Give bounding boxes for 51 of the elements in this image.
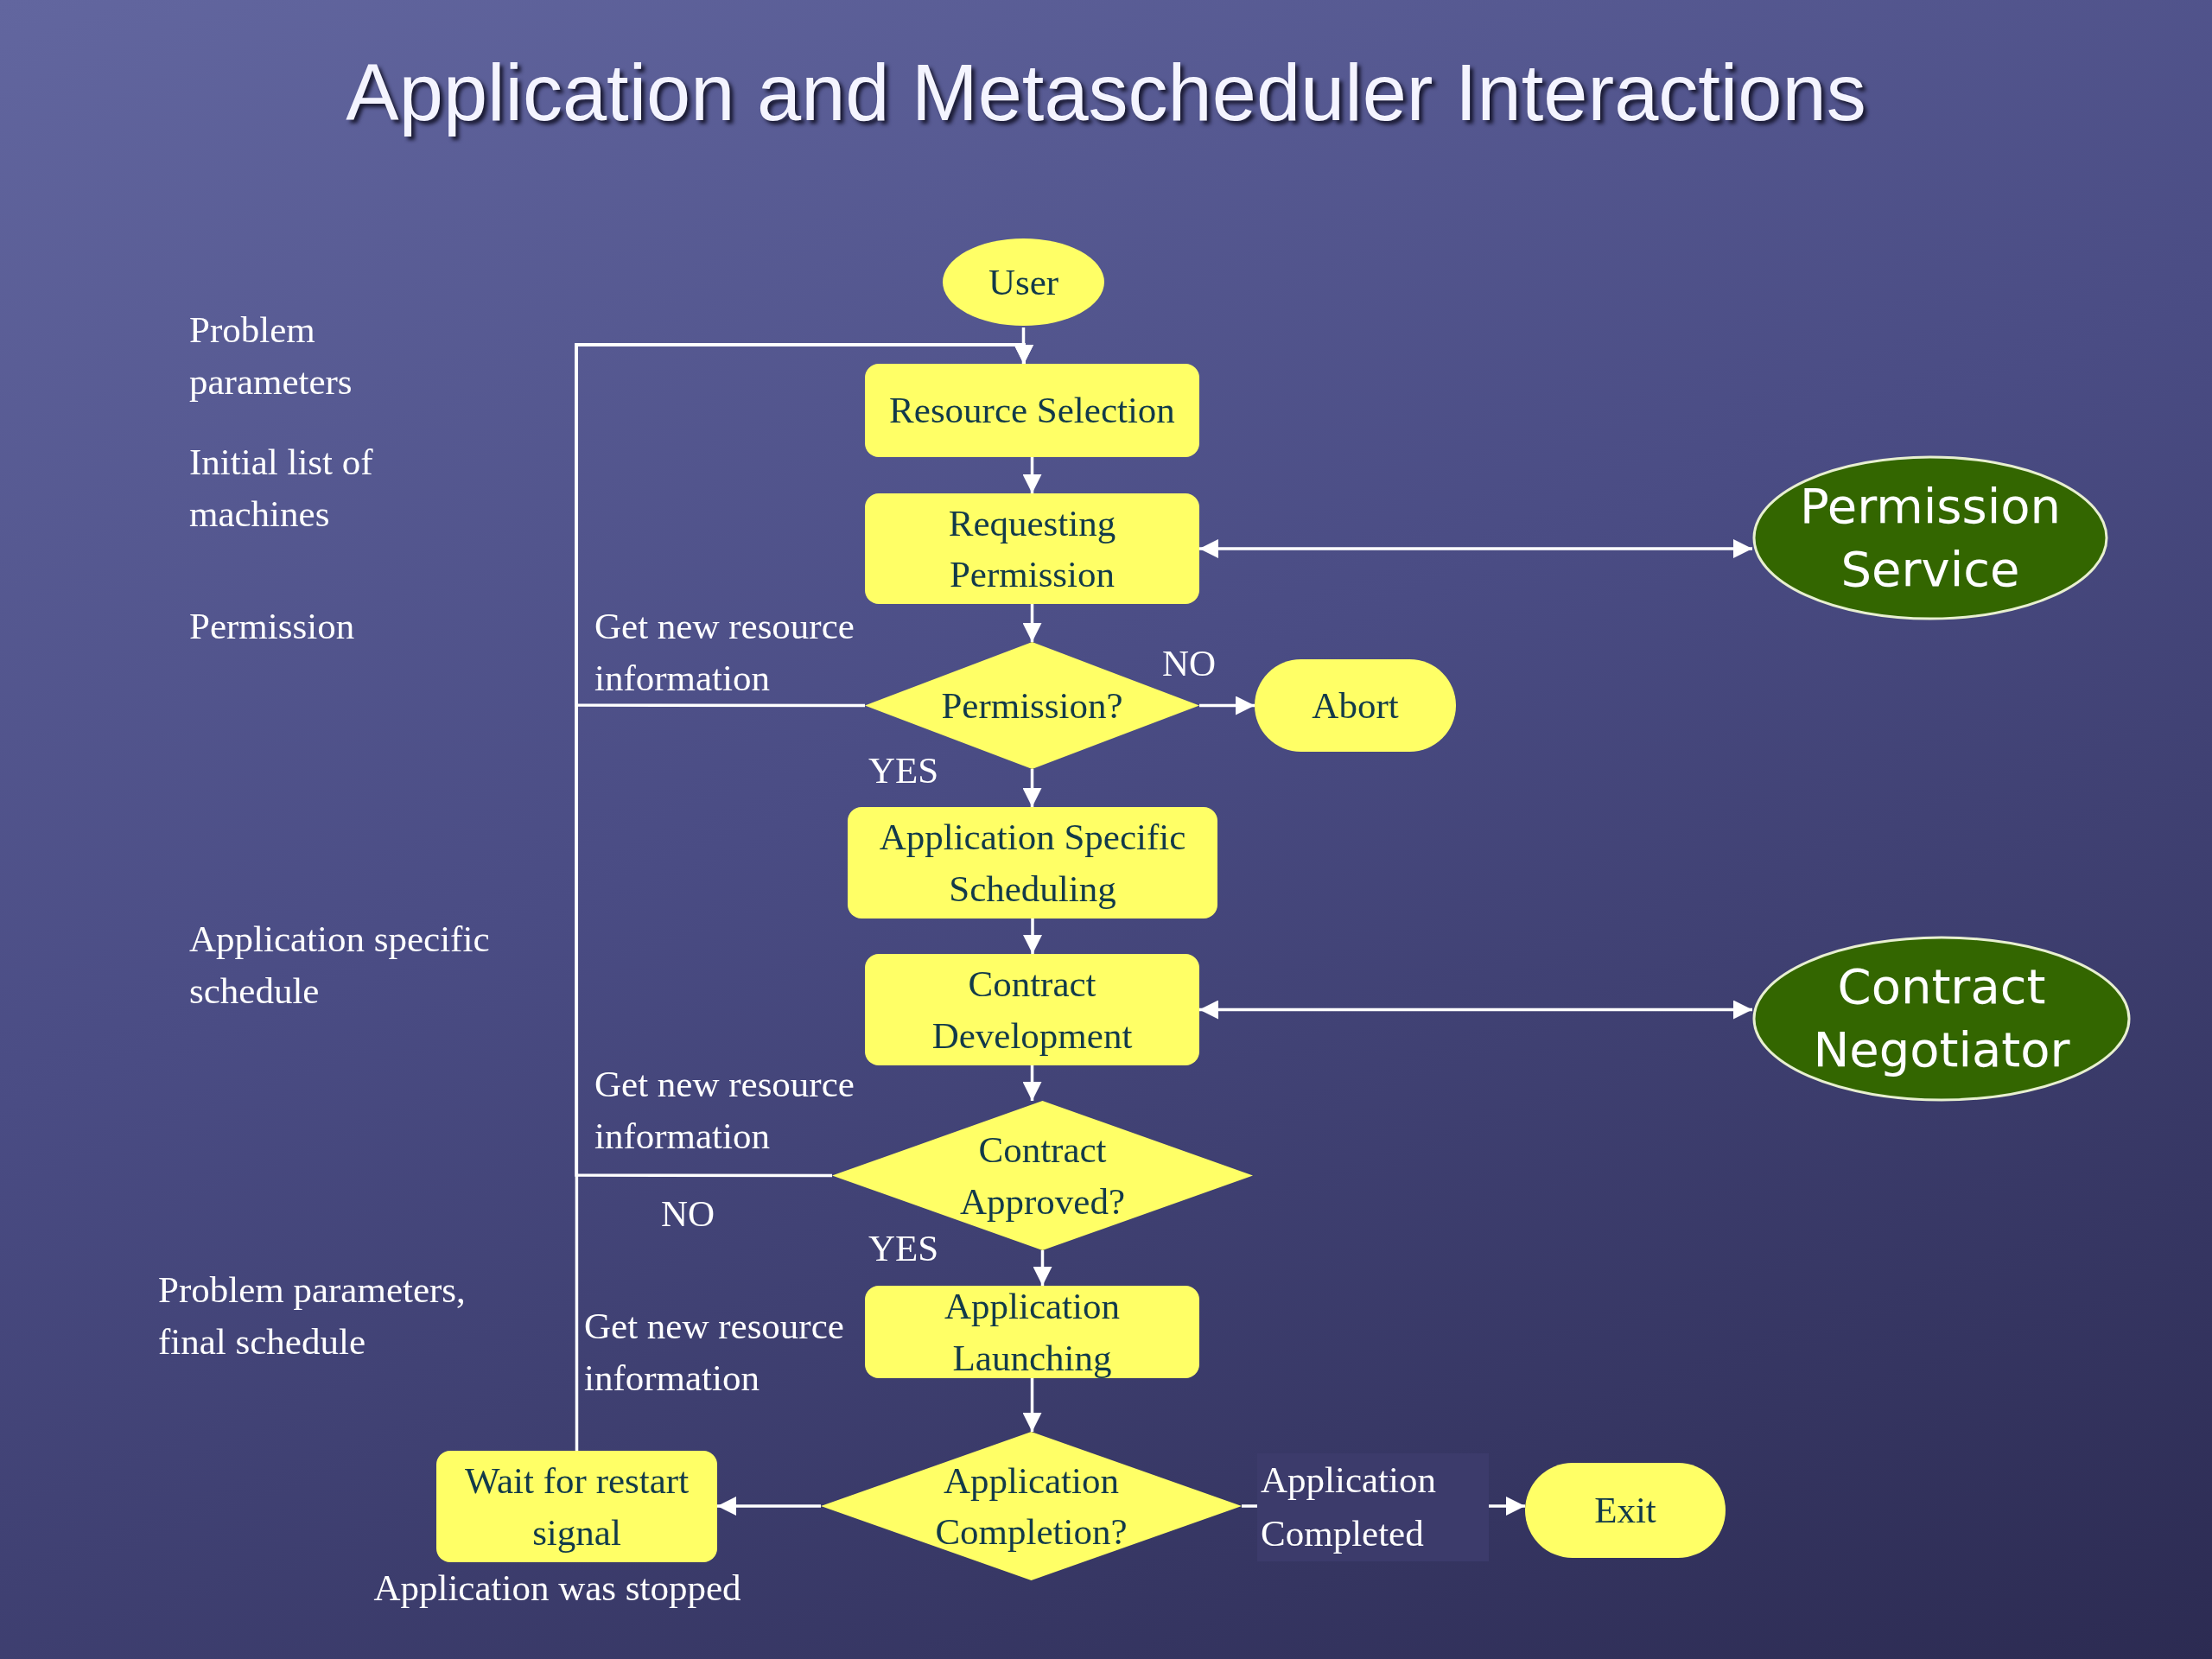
node-label: User [988, 260, 1059, 304]
annotation-text: Permission [189, 605, 356, 648]
annotation-text: Get new resource information [594, 1063, 855, 1159]
annotation-text: Initial list of machines [189, 441, 374, 537]
edge-label: Get new resource information [584, 1305, 845, 1401]
arrow [1022, 457, 1042, 493]
node-label: Resource Selection [889, 389, 1175, 433]
node-label: Requesting Permission [947, 501, 1117, 596]
arrow [1199, 696, 1255, 715]
edge-label: NO [1162, 642, 1217, 685]
node-label: Permission? [941, 683, 1123, 728]
node-label: Exit [1594, 1489, 1656, 1533]
ellipse-node [941, 237, 1106, 327]
slide-title: Application and Metascheduler Interactions [345, 48, 1867, 138]
arrow [1033, 1250, 1052, 1286]
node-label: Contract Approved? [958, 1128, 1126, 1224]
edge-label: Application Completed [1257, 1453, 1489, 1561]
arrow [1023, 918, 1042, 954]
arrow [1022, 769, 1042, 807]
process-box [865, 954, 1199, 1065]
annotation-text: Application specific schedule [189, 918, 491, 1014]
node-label: Contract Development [931, 963, 1134, 1058]
arrow [1199, 1000, 1752, 1020]
arrow [1022, 1378, 1042, 1432]
node-label: Contract Negotiator [1812, 957, 2071, 1079]
node-caption: Application was stopped [372, 1567, 742, 1610]
process-box [865, 364, 1199, 457]
node-label: Permission Service [1798, 476, 2062, 599]
node-label: Wait for restart signal [463, 1459, 690, 1554]
ellipse-node [1752, 936, 2131, 1102]
edge-label: NO [661, 1192, 716, 1236]
arrow [1199, 539, 1752, 558]
edge-label: YES [868, 749, 940, 792]
process-box [436, 1451, 717, 1562]
annotation-text: Problem parameters, final schedule [158, 1268, 467, 1364]
node-label: Abort [1312, 683, 1399, 728]
arrow [575, 343, 1033, 1451]
arrow [1022, 1065, 1042, 1101]
edge-label: Get new resource information [594, 605, 855, 701]
arrow [717, 1497, 821, 1516]
ellipse-node [1752, 455, 2108, 620]
process-box [848, 807, 1217, 918]
node-label: Application Specific Scheduling [878, 816, 1187, 911]
decision-diamond [821, 1432, 1242, 1580]
arrow [1022, 604, 1042, 642]
node-label: Application Completion? [934, 1459, 1128, 1554]
annotation-text: Problem parameters [189, 308, 353, 404]
process-box [865, 1286, 1199, 1378]
node-label: Application Launching [944, 1285, 1121, 1380]
edge-label: YES [868, 1227, 940, 1270]
process-box [865, 493, 1199, 604]
